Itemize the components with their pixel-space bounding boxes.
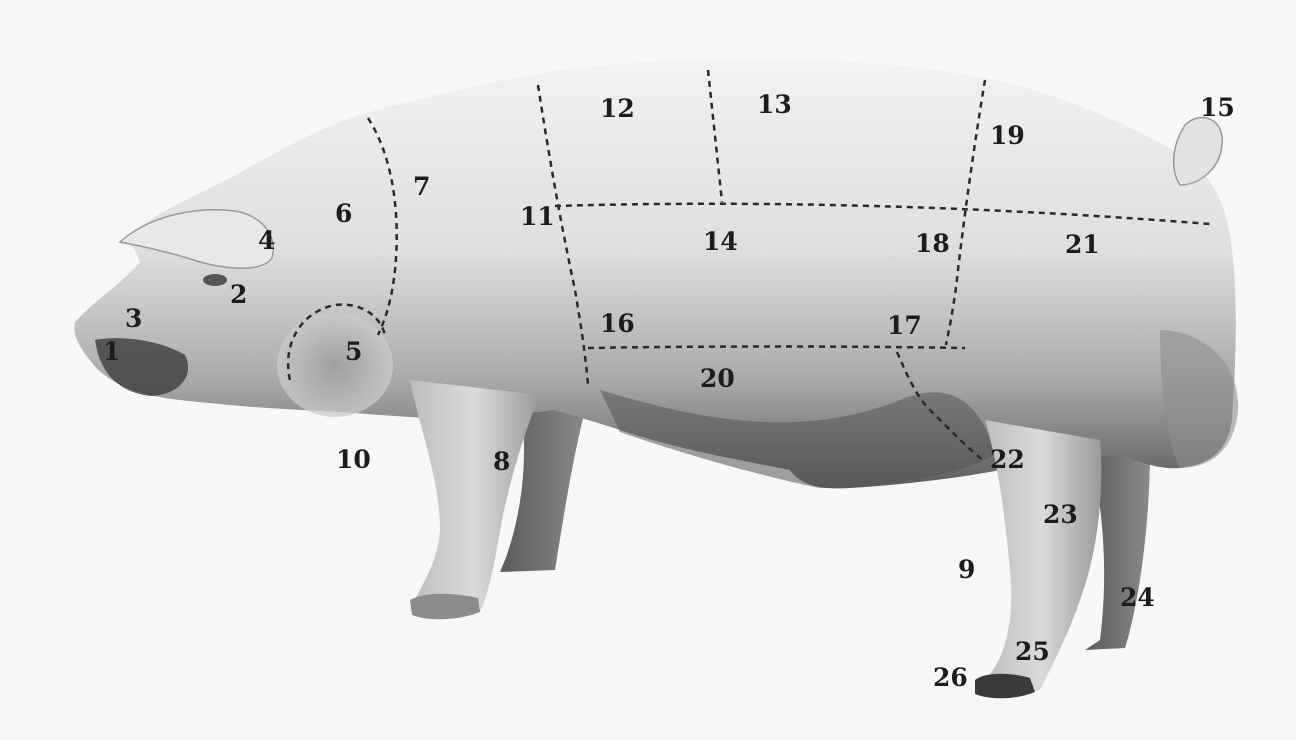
region-label-24: 24 <box>1120 583 1155 612</box>
region-label-6: 6 <box>335 199 352 228</box>
front-hoof <box>410 594 480 620</box>
region-label-21: 21 <box>1065 230 1100 259</box>
region-label-10: 10 <box>336 445 371 474</box>
region-label-3: 3 <box>125 304 142 333</box>
region-label-23: 23 <box>1043 500 1078 529</box>
region-label-16: 16 <box>600 309 635 338</box>
jowl-shading <box>277 313 393 417</box>
region-label-17: 17 <box>887 311 922 340</box>
region-label-2: 2 <box>230 280 247 309</box>
region-label-20: 20 <box>700 364 735 393</box>
region-label-7: 7 <box>413 172 430 201</box>
region-label-1: 1 <box>103 337 120 366</box>
region-label-12: 12 <box>600 94 635 123</box>
region-label-5: 5 <box>345 337 362 366</box>
eye <box>203 274 227 286</box>
region-label-14: 14 <box>703 227 738 256</box>
region-label-8: 8 <box>493 447 510 476</box>
region-label-11: 11 <box>520 202 555 231</box>
region-label-15: 15 <box>1200 93 1235 122</box>
region-label-9: 9 <box>958 555 975 584</box>
region-label-26: 26 <box>933 663 968 692</box>
region-label-25: 25 <box>1015 637 1050 666</box>
rear-hoof <box>975 674 1035 699</box>
region-label-22: 22 <box>990 445 1025 474</box>
tail <box>1174 118 1223 185</box>
region-label-18: 18 <box>915 229 950 258</box>
region-label-19: 19 <box>990 121 1025 150</box>
region-label-13: 13 <box>757 90 792 119</box>
region-label-4: 4 <box>258 226 275 255</box>
